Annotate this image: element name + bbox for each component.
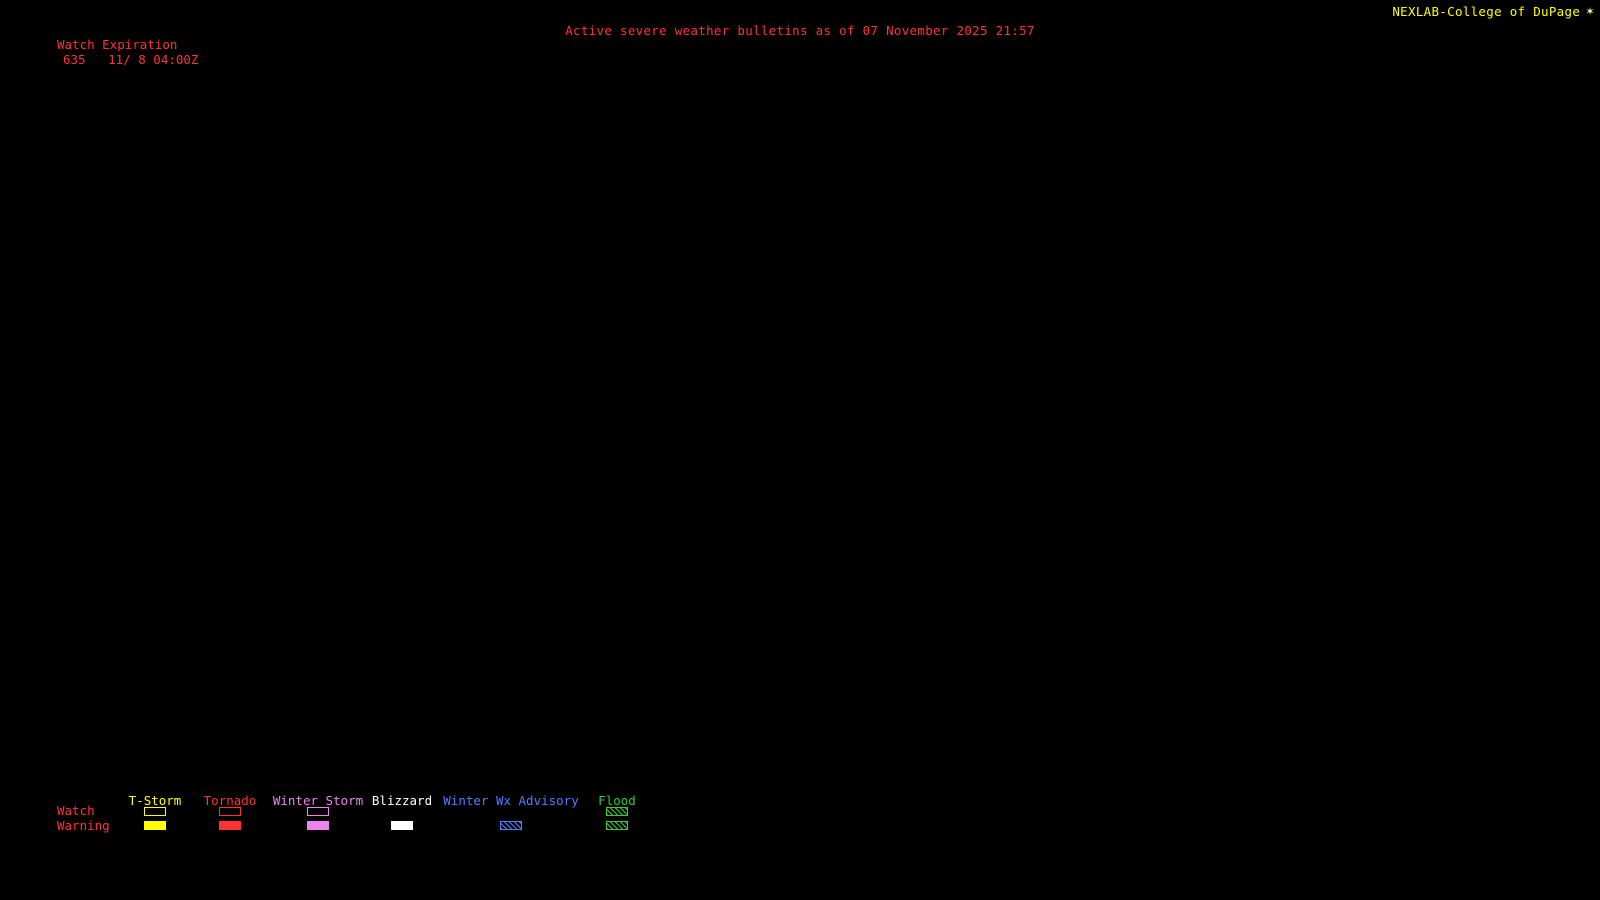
brand-text: NEXLAB-College of DuPage	[1392, 4, 1581, 19]
legend-swatch-flood-watch	[606, 807, 628, 816]
legend-swatch-blizzard-warning	[391, 821, 413, 830]
corner-glyph-icon: ✶	[1586, 4, 1594, 19]
watch-expiration-entry: 635 11/ 8 04:00Z	[63, 52, 199, 67]
brand-row: NEXLAB-College of DuPage ✶	[1392, 4, 1594, 19]
legend-swatch-winter-storm-watch	[307, 807, 329, 816]
legend-column-label-tornado: Tornado	[203, 793, 257, 808]
watch-expiration-block: Watch Expiration 635 11/ 8 04:00Z	[57, 37, 198, 67]
legend-warning-row-label: Warning	[57, 818, 110, 833]
legend-swatch-tornado-warning	[219, 821, 241, 830]
legend-column-label-blizzard: Blizzard	[371, 793, 433, 808]
legend-column-label-flood: Flood	[598, 793, 636, 808]
legend-column-label-winter-storm: Winter Storm	[272, 793, 364, 808]
legend-swatch-t-storm-warning	[144, 821, 166, 830]
legend-swatch-winter-wx-advisory-warning	[500, 821, 522, 830]
legend-column-label-t-storm: T-Storm	[128, 793, 182, 808]
bulletin-title: Active severe weather bulletins as of 07…	[565, 23, 1035, 38]
watch-expiration-label: Watch Expiration	[57, 37, 178, 52]
legend-swatch-winter-storm-warning	[307, 821, 329, 830]
legend-swatch-t-storm-watch	[144, 807, 166, 816]
legend-swatch-tornado-watch	[219, 807, 241, 816]
legend-swatch-flood-warning	[606, 821, 628, 830]
legend-column-label-winter-wx-advisory: Winter Wx Advisory	[443, 793, 579, 808]
legend-watch-row-label: Watch	[57, 803, 95, 818]
